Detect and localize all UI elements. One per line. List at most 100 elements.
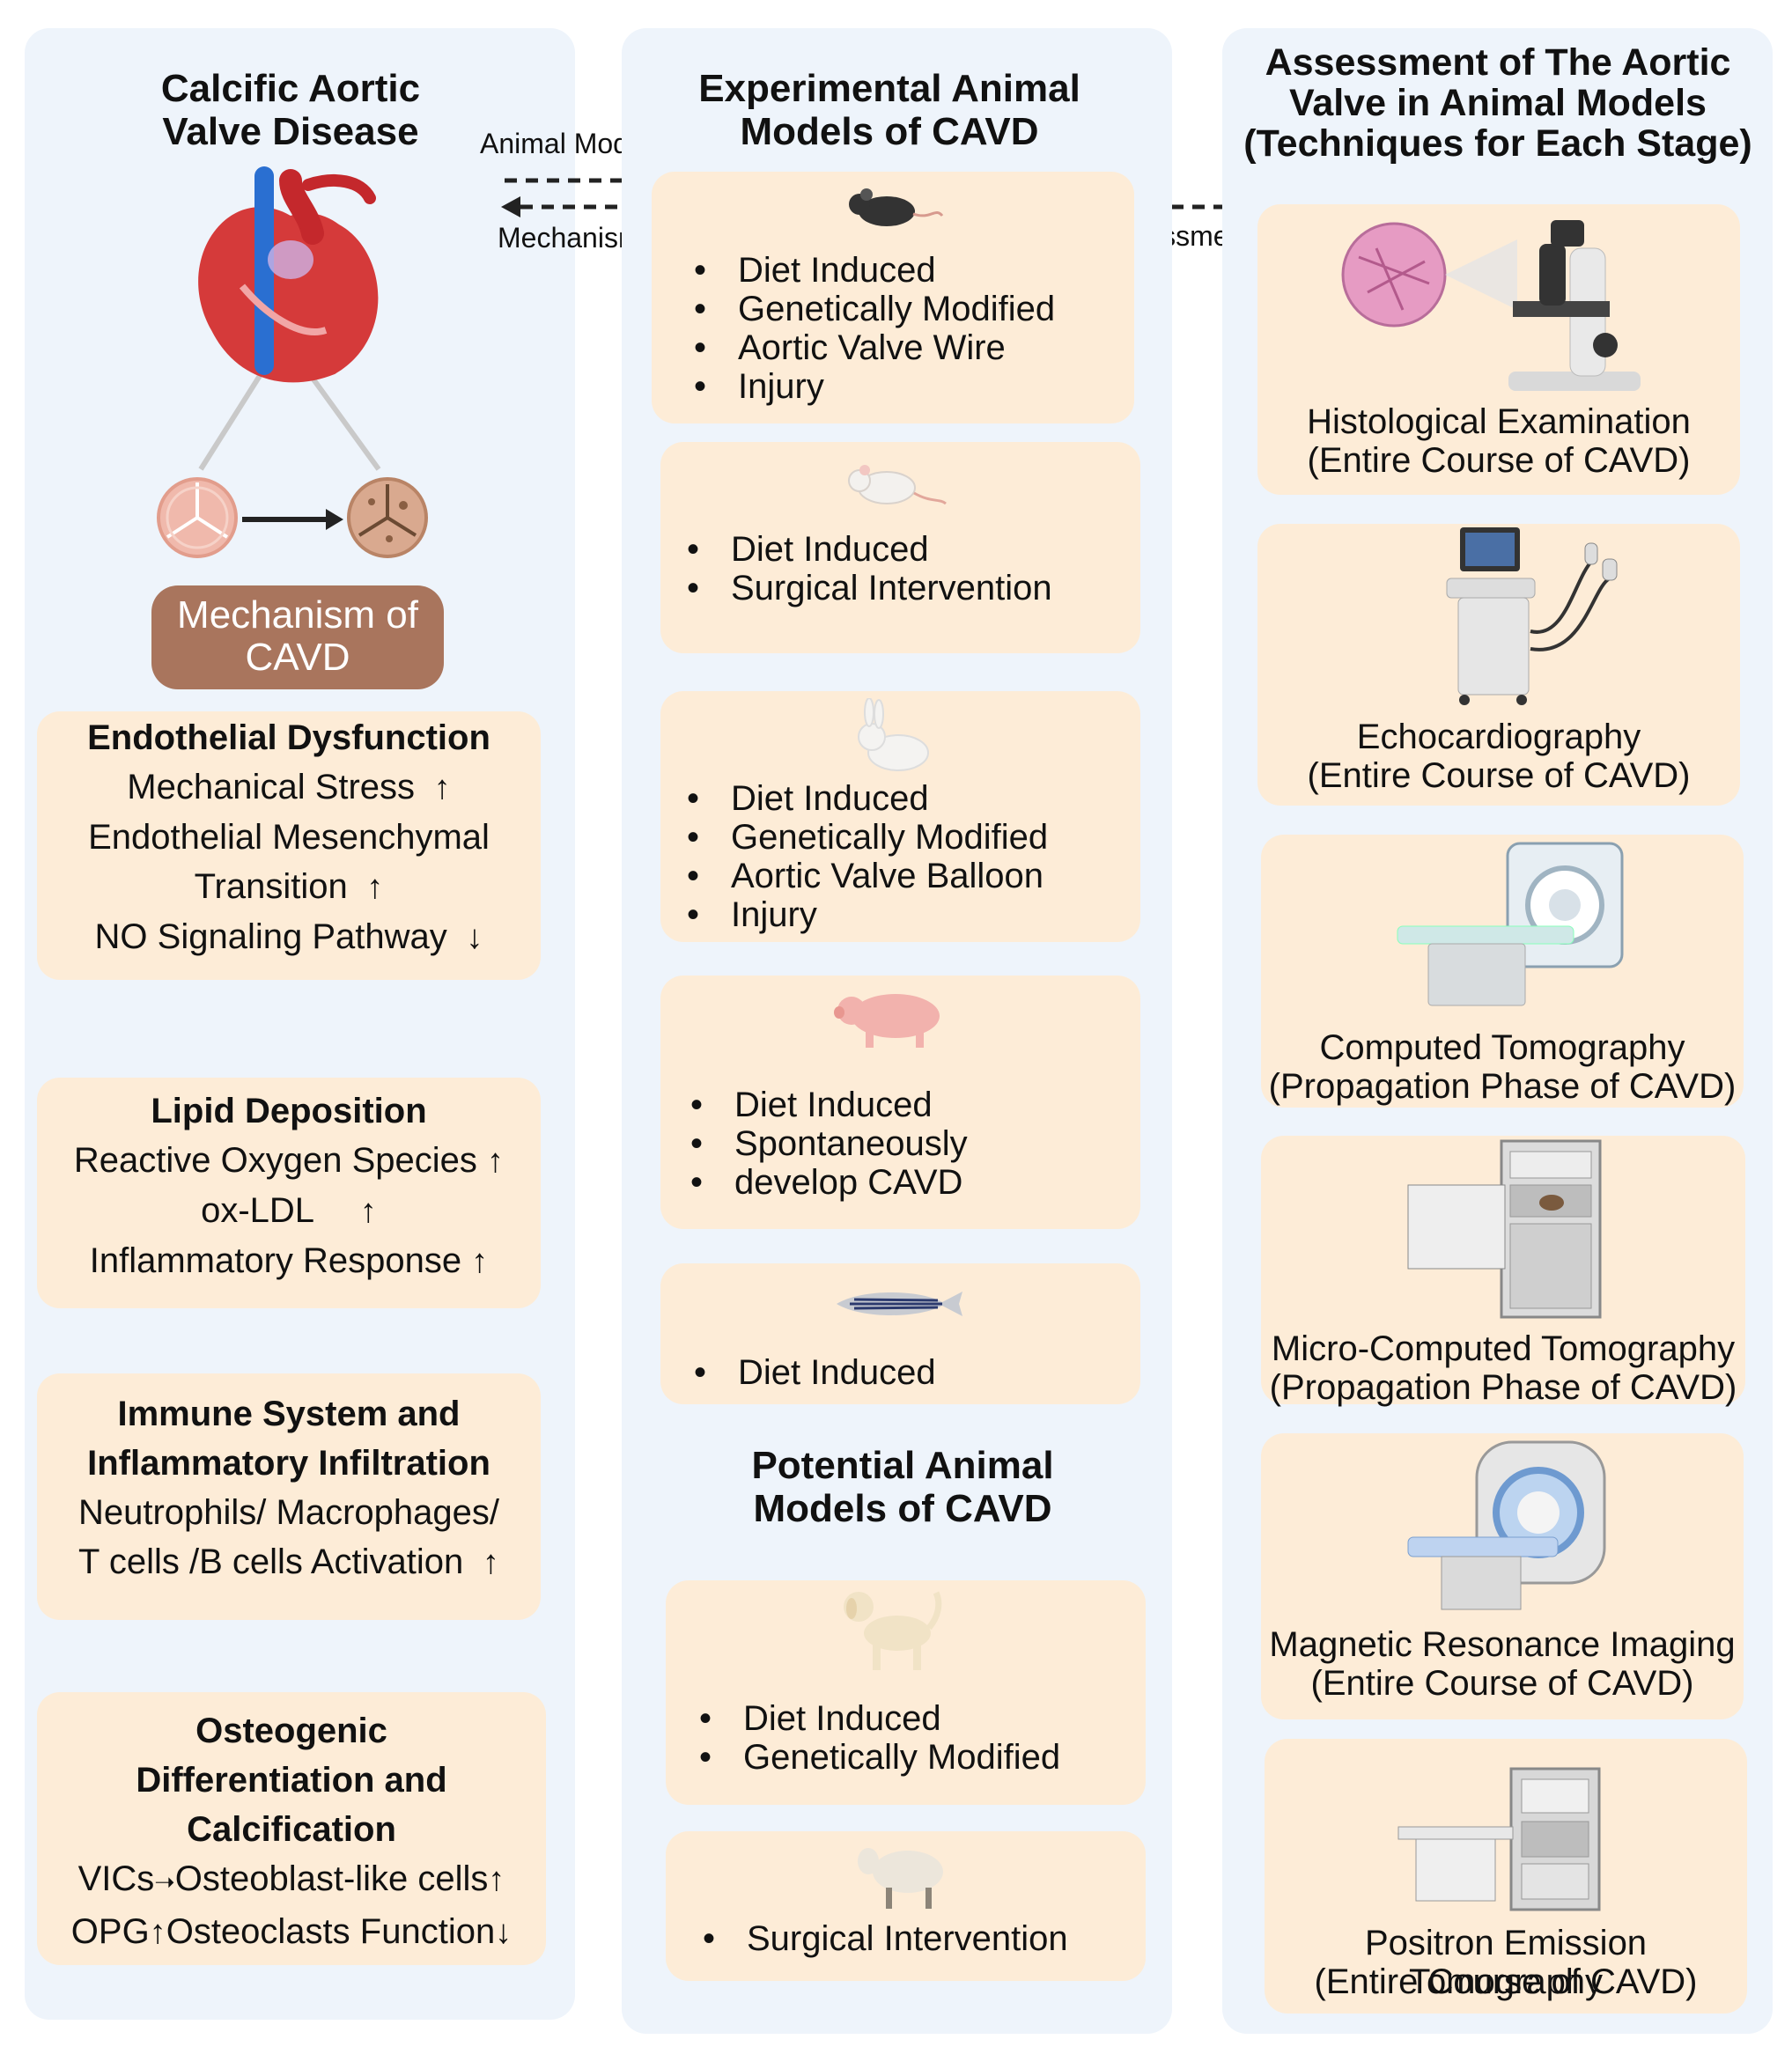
up-arrow-icon: ↑ [149,1914,166,1951]
heart-icon [198,166,381,471]
up-arrow-icon: ↑ [322,1193,377,1230]
rabbit-model-box: Diet Induced Genetically Modified Aortic… [660,691,1140,942]
emt-text: Endothelial Mesenchymal [88,818,490,857]
sheep-model-list: Surgical Intervention [703,1919,1068,1958]
list-item: Diet Induced [690,1086,968,1124]
computed-tomography-box: Computed Tomography (Propagation Phase o… [1261,835,1744,1108]
osteoclasts-text: Osteoclasts Function [166,1912,496,1951]
rabbit-icon [858,698,929,771]
technique-stage: (Propagation Phase of CAVD) [1268,1067,1737,1106]
list-item: Surgical Intervention [703,1919,1068,1958]
mouse-model-list: Diet Induced Genetically Modified Aortic… [694,251,1055,406]
box-heading: Inflammatory Infiltration [87,1444,490,1483]
box-heading: Endothelial Dysfunction [87,718,490,757]
box-heading: Osteogenic [195,1712,387,1750]
left-panel-title: Calcific Aortic Valve Disease [160,67,421,154]
mri-box: Magnetic Resonance Imaging (Entire Cours… [1261,1433,1744,1719]
microscope-icon [1341,220,1641,391]
list-item: Spontaneously [690,1124,968,1163]
dog-icon [844,1591,942,1670]
list-item: Genetically Modified [699,1738,1060,1777]
rat-model-list: Diet Induced Surgical Intervention [687,530,1052,607]
pet-box: Positron Emission Tomography (Entire Cou… [1265,1739,1747,2014]
list-item: Diet Induced [694,1353,936,1392]
list-item: Diet Induced [687,779,1048,818]
endothelial-dysfunction-box: Endothelial Dysfunction Mechanical Stres… [37,711,541,980]
micro-ct-icon [1407,1139,1602,1319]
technique-name: Computed Tomography [1319,1028,1685,1067]
echocardiography-box: Echocardiography (Entire Course of CAVD) [1257,524,1740,806]
mechanism-pill: Mechanism of CAVD [151,585,444,689]
list-item: Aortic Valve Wire [694,328,1055,367]
potential-models-title: Potential Animal Models of CAVD [751,1444,1054,1531]
list-item: Diet Induced [687,530,1052,569]
list-item: Genetically Modified [687,818,1048,857]
down-arrow-icon: ↓ [456,919,483,956]
list-item-continuation: Injury [687,895,1048,934]
up-arrow-icon: ↑ [424,769,451,806]
zebrafish-model-list: Diet Induced [694,1353,936,1392]
dog-model-list: Diet Induced Genetically Modified [699,1699,1060,1777]
list-item-continuation: develop CAVD [690,1163,968,1202]
zebrafish-icon [837,1292,962,1316]
list-item: Diet Induced [699,1699,1060,1738]
up-arrow-icon: ↑ [357,869,384,906]
down-arrow-icon: ↓ [495,1914,513,1951]
right-panel-title: Assessment of The Aortic Valve in Animal… [1243,41,1752,165]
box-heading: Calcification [187,1810,396,1849]
lipid-deposition-box: Lipid Deposition Reactive Oxygen Species… [37,1078,541,1308]
box-heading: Immune System and [117,1395,461,1433]
mechanical-stress-text: Mechanical Stress [127,768,416,806]
histology-box: Histological Examination (Entire Course … [1257,204,1740,495]
ox-ldl-text: ox-LDL [201,1191,313,1230]
dog-model-box: Diet Induced Genetically Modified [666,1580,1146,1805]
osteogenic-differentiation-box: Osteogenic Differentiation and Calcifica… [37,1692,546,1965]
list-item: Aortic Valve Balloon [687,857,1048,895]
ros-text: Reactive Oxygen Species [73,1141,477,1180]
technique-name: Positron Emission Tomography [1364,1924,1648,2001]
no-signaling-text: NO Signaling Pathway [94,917,447,956]
vics-text: VICs [77,1859,155,1898]
technique-stage: (Entire Course of CAVD) [1307,756,1691,795]
technique-stage: (Entire Course of CAVD) [1310,1664,1694,1703]
sheep-model-box: Surgical Intervention [666,1831,1146,1981]
pig-model-list: Diet Induced Spontaneously develop CAVD [690,1086,968,1202]
box-heading: Differentiation and [136,1761,447,1800]
up-arrow-icon: ↑ [473,1544,499,1581]
up-arrow-icon: ↑ [488,1861,505,1898]
osteoblast-text: Osteoblast-like cells [174,1859,489,1898]
healthy-valve-icon [157,477,238,558]
right-arrow-icon [242,509,343,530]
technique-name: Histological Examination [1307,402,1691,441]
middle-panel-title: Experimental Animal Models of CAVD [698,67,1080,154]
list-item: Surgical Intervention [687,569,1052,607]
technique-stage: (Propagation Phase of CAVD) [1269,1368,1737,1407]
technique-name: Echocardiography [1356,718,1641,756]
ultrasound-machine-icon [1446,527,1618,705]
opg-text: OPG [70,1912,150,1951]
rat-model-box: Diet Induced Surgical Intervention [660,442,1140,653]
list-item-continuation: Injury [694,367,1055,406]
technique-stage: (Entire Course of CAVD) [1314,1962,1698,2001]
mouse-model-box: Diet Induced Genetically Modified Aortic… [652,172,1134,423]
ct-scanner-icon [1397,842,1624,1006]
pig-icon [834,994,940,1048]
micro-ct-box: Micro-Computed Tomography (Propagation P… [1261,1136,1745,1407]
mouse-icon [849,188,944,226]
rabbit-model-list: Diet Induced Genetically Modified Aortic… [687,779,1048,934]
list-item: Diet Induced [694,251,1055,290]
zebrafish-model-box: Diet Induced [660,1263,1140,1404]
sheep-icon [858,1848,943,1909]
immune-cells-text: Neutrophils/ Macrophages/ [77,1493,500,1532]
calcified-valve-icon [347,477,428,558]
right-arrow-icon: ➝ [154,1868,175,1896]
transition-text: Transition [194,867,348,906]
pig-model-box: Diet Induced Spontaneously develop CAVD [660,975,1140,1229]
rat-icon [848,465,947,505]
up-arrow-icon: ↑ [487,1143,505,1180]
technique-stage: (Entire Course of CAVD) [1307,441,1691,480]
pet-scanner-icon [1397,1767,1601,1911]
technique-name: Micro-Computed Tomography [1271,1329,1736,1368]
immune-system-box: Immune System and Inflammatory Infiltrat… [37,1373,541,1620]
list-item: Genetically Modified [694,290,1055,328]
